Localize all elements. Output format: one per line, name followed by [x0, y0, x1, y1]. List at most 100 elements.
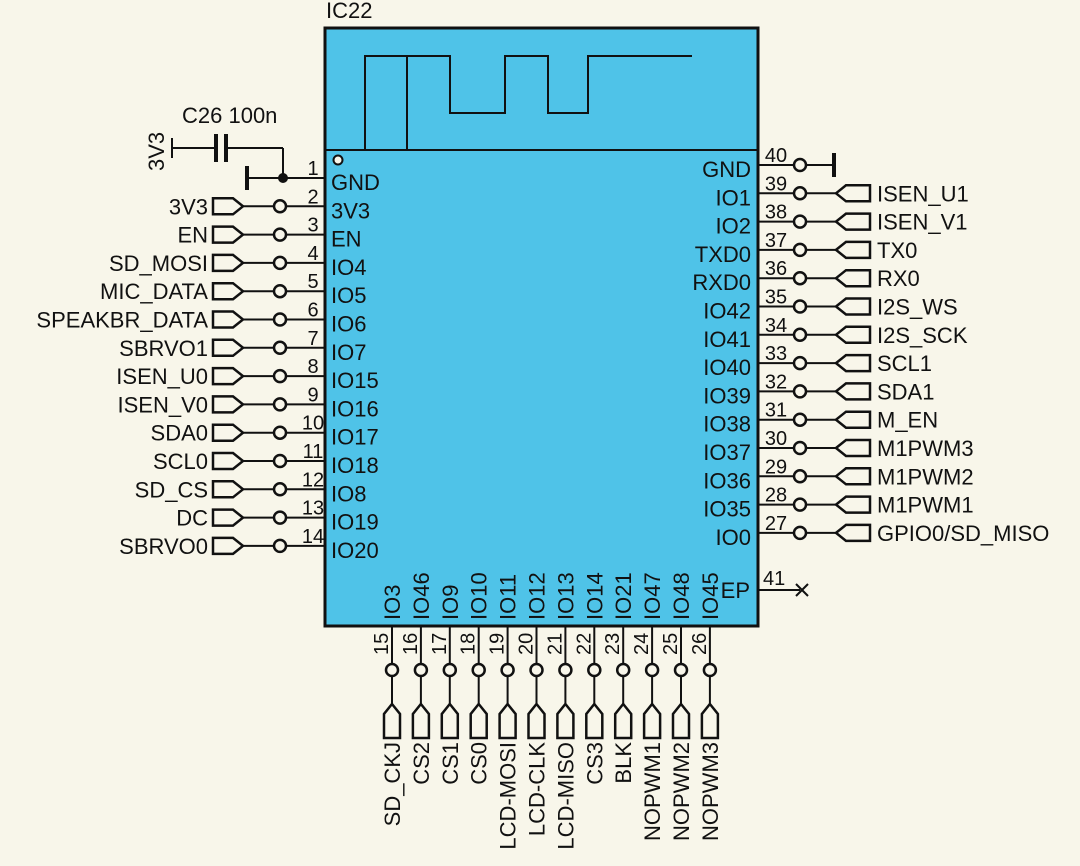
pin-name: IO21	[611, 572, 636, 620]
net-port-sbrvo0	[211, 536, 246, 556]
net-label-isen-v0: ISEN_V0	[118, 392, 209, 417]
pin-terminal	[272, 283, 288, 299]
net-port-m1pwm1	[833, 495, 872, 514]
net-label-isen-u0: ISEN_U0	[116, 364, 208, 389]
net-port-m1pwm3	[833, 438, 872, 458]
pin1-marker	[332, 154, 344, 166]
ic-body	[323, 26, 760, 628]
net-port-rx0	[833, 268, 872, 288]
pin-number: 4	[307, 243, 318, 265]
pin-name: GND	[702, 157, 751, 182]
pin-name: IO14	[582, 572, 607, 620]
net-label-m-en: M_EN	[877, 408, 938, 433]
pin-terminal	[792, 497, 808, 512]
pin-name: IO13	[553, 572, 578, 620]
pin-terminal	[272, 227, 288, 242]
pin-name: IO5	[331, 283, 366, 308]
pin-terminal	[792, 299, 808, 314]
pin-number: 5	[307, 271, 318, 293]
pin-terminal	[792, 412, 808, 427]
pin-number: 23	[602, 633, 624, 655]
pin-name: IO15	[331, 368, 379, 393]
ep-pin-name: EP	[721, 578, 750, 603]
pin-number: 3	[307, 215, 318, 237]
net-port-cs2	[411, 701, 431, 740]
net-port-isen-u0	[211, 366, 246, 386]
net-label-cs2: CS2	[409, 742, 434, 785]
net-label-m1pwm1: M1PWM1	[877, 493, 974, 518]
pin-terminal	[792, 525, 808, 541]
pin-terminal	[471, 662, 486, 678]
net-port-cs1	[440, 701, 460, 740]
pin-name: GND	[331, 170, 380, 195]
net-label-i2s-sck: I2S_SCK	[877, 323, 968, 348]
pin-number: 9	[307, 384, 318, 406]
pin-number: 11	[303, 441, 324, 463]
pin-terminal	[792, 214, 808, 229]
pin-terminal	[792, 355, 808, 371]
pin-name: IO37	[703, 440, 751, 465]
pin-number: 16	[400, 633, 422, 655]
net-label-scl1: SCL1	[877, 351, 932, 376]
pin-terminal	[272, 312, 288, 327]
net-label-rx0: RX0	[877, 266, 920, 291]
pin1-junction	[278, 173, 288, 183]
net-port-m1pwm2	[833, 467, 872, 486]
pin-terminal	[272, 425, 288, 440]
antenna-trace	[364, 55, 692, 150]
pin-name: IO42	[703, 299, 751, 324]
net-port-gpio0-sd-miso	[833, 523, 872, 543]
net-label-i2s-ws: I2S_WS	[877, 295, 958, 320]
net-label-blk: BLK	[611, 742, 636, 784]
net-port-i2s-ws	[833, 297, 872, 316]
capacitor-net-label: 3V3	[144, 132, 169, 171]
pin-number: 36	[765, 258, 787, 280]
net-label-en: EN	[177, 223, 208, 248]
net-label-lcd-miso: LCD-MISO	[553, 742, 578, 850]
net-label-sda0: SDA0	[151, 421, 208, 446]
pin-name: IO20	[331, 538, 379, 563]
pin-name: IO8	[331, 481, 366, 506]
pin-number: 25	[660, 633, 682, 655]
pin-number: 6	[307, 300, 318, 322]
net-port-blk	[613, 701, 633, 740]
net-port-3v3	[211, 197, 246, 216]
net-label-scl0: SCL0	[153, 449, 208, 474]
pin-number: 22	[573, 633, 595, 655]
net-label-m1pwm2: M1PWM2	[877, 464, 974, 489]
pin-number: 35	[765, 287, 787, 309]
pin-number: 24	[631, 633, 653, 655]
net-port-i2s-sck	[833, 325, 872, 345]
capacitor-label: C26 100n	[182, 103, 277, 128]
net-label-nopwm3: NOPWM3	[698, 742, 723, 841]
pin-number: 10	[302, 413, 324, 435]
net-port-nopwm2	[671, 701, 691, 740]
net-port-nopwm3	[700, 701, 720, 740]
pin-number: 33	[765, 343, 787, 365]
pin-name: IO3	[380, 585, 405, 620]
net-label-nopwm2: NOPWM2	[669, 742, 694, 841]
pin-name: IO6	[331, 312, 366, 337]
pin-number: 34	[765, 315, 787, 337]
pin-name: IO7	[331, 340, 366, 365]
pin-terminal	[792, 327, 808, 343]
pin-name: IO0	[716, 525, 751, 550]
pin-number: 20	[516, 633, 538, 655]
net-label-cs0: CS0	[467, 742, 492, 785]
